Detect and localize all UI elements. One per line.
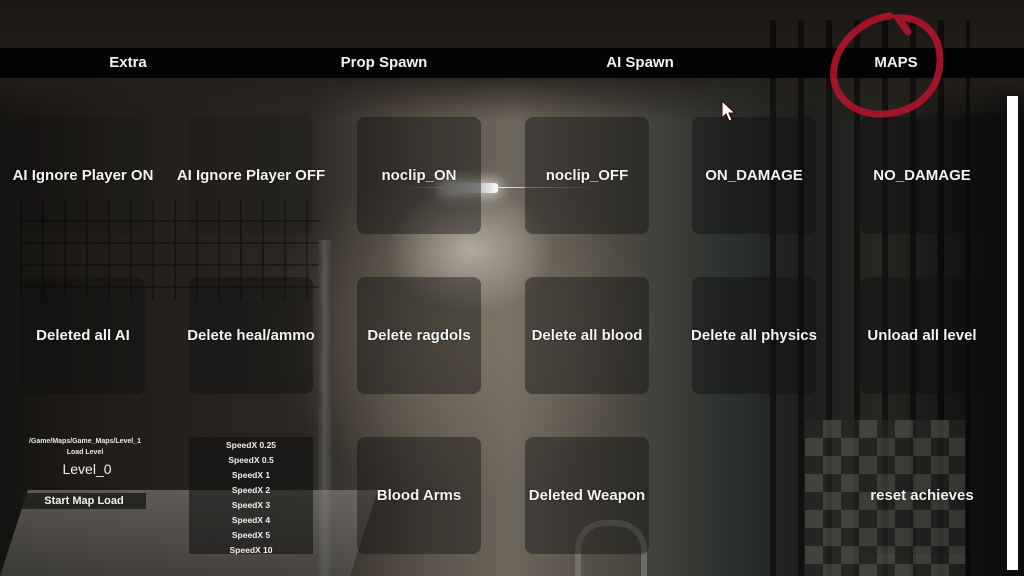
speed-option-0-25[interactable]: SpeedX 0.25 [225, 440, 277, 450]
speed-option-1[interactable]: SpeedX 1 [231, 470, 271, 480]
delete-all-physics-button[interactable]: Delete all physics [691, 277, 817, 394]
button-label: Unload all level [867, 327, 977, 344]
map-loader-panel: /Game/Maps/Game_Maps/Level_1 Load Level … [0, 436, 170, 516]
button-label: AI Ignore Player OFF [176, 167, 326, 184]
tab-ai-spawn[interactable]: AI Spawn [606, 54, 674, 71]
button-label: Deleted all AI [36, 327, 130, 344]
unload-all-level-button[interactable]: Unload all level [860, 277, 984, 394]
load-level-label: Load Level [66, 449, 104, 456]
tab-prop-spawn[interactable]: Prop Spawn [340, 54, 428, 71]
menu-tab-bar: Extra Prop Spawn AI Spawn MAPS [0, 48, 1024, 78]
speed-option-10[interactable]: SpeedX 10 [229, 545, 273, 555]
button-label: Delete heal/ammo [187, 327, 315, 344]
toilet [575, 520, 647, 576]
button-label: NO_DAMAGE [873, 167, 971, 184]
start-map-load-button[interactable]: Start Map Load [22, 493, 146, 509]
ai-ignore-player-off-button[interactable]: AI Ignore Player OFF [177, 117, 325, 234]
button-label: noclip_ON [381, 167, 457, 184]
checkered-floor [805, 420, 965, 576]
speed-option-2[interactable]: SpeedX 2 [231, 485, 271, 495]
button-label: Blood Arms [376, 487, 462, 504]
button-label: noclip_OFF [545, 167, 629, 184]
map-path-text: /Game/Maps/Game_Maps/Level_1 [28, 438, 142, 445]
ceiling-lamp [442, 183, 498, 193]
button-label: Delete all blood [531, 327, 643, 344]
delete-all-blood-button[interactable]: Delete all blood [525, 277, 649, 394]
speed-option-4[interactable]: SpeedX 4 [231, 515, 271, 525]
no-damage-button[interactable]: NO_DAMAGE [860, 117, 984, 234]
reset-achieves-button[interactable]: reset achieves [860, 437, 984, 554]
speed-list: SpeedX 0.25 SpeedX 0.5 SpeedX 1 SpeedX 2… [189, 437, 313, 555]
tab-maps[interactable]: MAPS [874, 54, 918, 71]
speed-option-0-5[interactable]: SpeedX 0.5 [228, 455, 274, 465]
level-name-input[interactable] [40, 458, 134, 480]
noclip-off-button[interactable]: noclip_OFF [525, 117, 649, 234]
button-label: Delete ragdols [367, 327, 471, 344]
deleted-weapon-button[interactable]: Deleted Weapon [525, 437, 649, 554]
delete-ragdols-button[interactable]: Delete ragdols [357, 277, 481, 394]
mouse-cursor-icon [721, 100, 737, 122]
button-label: AI Ignore Player ON [12, 167, 154, 184]
deleted-all-ai-button[interactable]: Deleted all AI [21, 277, 145, 394]
button-label: Deleted Weapon [528, 487, 646, 504]
lamp-flare [400, 187, 600, 188]
button-label: Delete all physics [691, 327, 817, 344]
button-label: ON_DAMAGE [705, 167, 803, 184]
speed-option-5[interactable]: SpeedX 5 [231, 530, 271, 540]
blood-arms-button[interactable]: Blood Arms [357, 437, 481, 554]
noclip-on-button[interactable]: noclip_ON [357, 117, 481, 234]
ai-ignore-player-on-button[interactable]: AI Ignore Player ON [13, 117, 153, 234]
delete-heal-ammo-button[interactable]: Delete heal/ammo [187, 277, 315, 394]
speed-option-3[interactable]: SpeedX 3 [231, 500, 271, 510]
button-label: reset achieves [870, 487, 974, 504]
tab-extra[interactable]: Extra [109, 54, 147, 71]
on-damage-button[interactable]: ON_DAMAGE [692, 117, 816, 234]
vertical-scrollbar[interactable] [1007, 96, 1018, 570]
barred-window [20, 200, 320, 300]
